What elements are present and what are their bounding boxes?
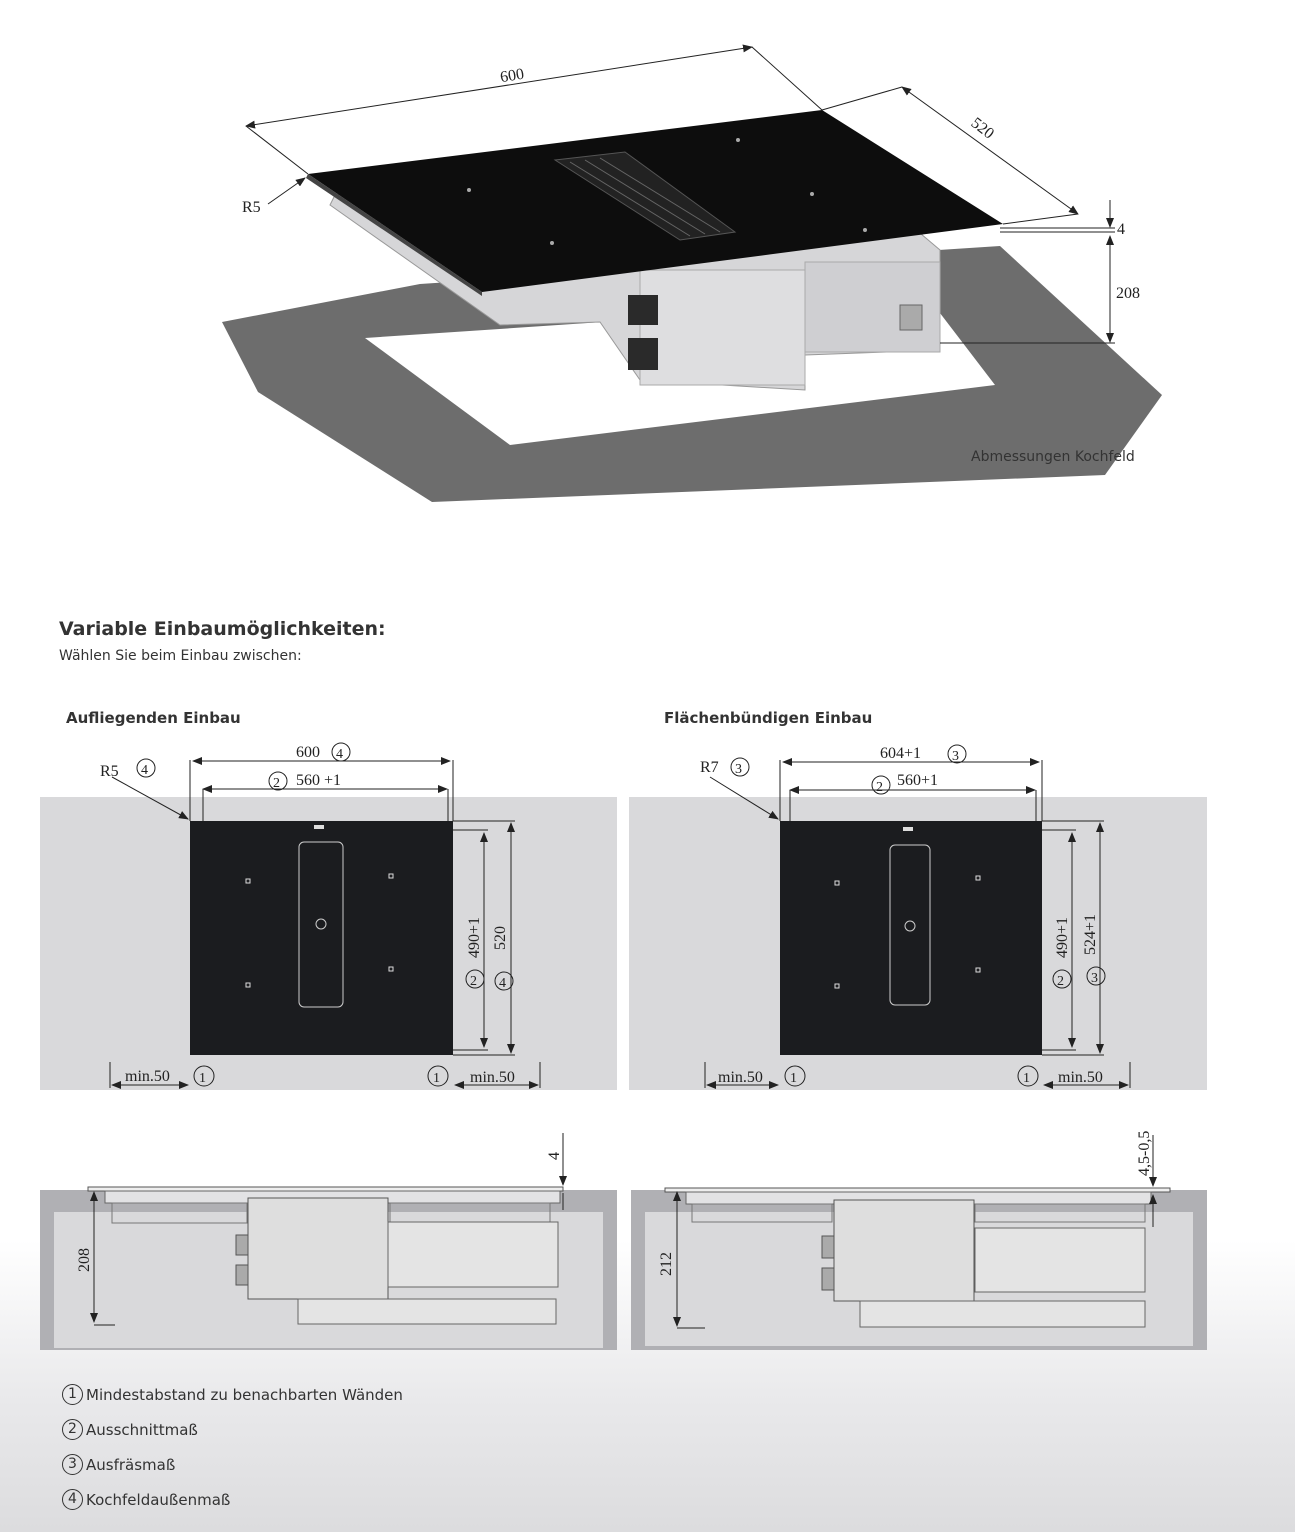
svg-text:min.50: min.50	[470, 1069, 515, 1086]
overview-caption: Abmessungen Kochfeld	[971, 449, 1135, 465]
svg-text:600: 600	[296, 744, 320, 761]
right-view-title: Flächenbündigen Einbau	[664, 709, 873, 727]
svg-text:2: 2	[1057, 974, 1064, 989]
svg-text:520: 520	[968, 114, 997, 142]
plan-view-flaechenbuendig: 604+1 3 2 560+1 R7 3 490+1 2 524+1 3 min…	[629, 744, 1207, 1090]
svg-text:604+1: 604+1	[880, 745, 921, 762]
svg-text:4: 4	[546, 1152, 563, 1160]
svg-text:4,5-0,5: 4,5-0,5	[1136, 1131, 1153, 1176]
svg-text:208: 208	[1116, 285, 1140, 302]
svg-text:490+1: 490+1	[466, 917, 483, 958]
svg-text:1: 1	[433, 1071, 440, 1086]
svg-text:R5: R5	[100, 763, 119, 780]
svg-text:208: 208	[76, 1248, 93, 1272]
svg-text:1: 1	[199, 1071, 206, 1086]
svg-text:600: 600	[499, 66, 525, 87]
svg-text:4: 4	[336, 747, 343, 762]
section-title: Variable Einbaumöglichkeiten:	[59, 618, 386, 640]
svg-text:212: 212	[658, 1252, 675, 1276]
svg-text:3: 3	[735, 762, 742, 777]
svg-text:2: 2	[876, 780, 883, 795]
svg-text:524+1: 524+1	[1082, 914, 1099, 955]
svg-text:2: 2	[470, 974, 477, 989]
svg-text:4: 4	[499, 976, 506, 991]
svg-text:R5: R5	[242, 199, 261, 216]
svg-text:2: 2	[273, 776, 280, 791]
svg-text:490+1: 490+1	[1054, 917, 1071, 958]
svg-text:min.50: min.50	[125, 1068, 170, 1085]
svg-text:min.50: min.50	[718, 1069, 763, 1086]
section-subtitle: Wählen Sie beim Einbau zwischen:	[59, 648, 302, 664]
svg-text:min.50: min.50	[1058, 1069, 1103, 1086]
svg-text:520: 520	[492, 926, 509, 950]
svg-text:560+1: 560+1	[897, 772, 938, 789]
side-view-aufliegend: 208 4	[40, 1133, 617, 1350]
hob-glass-3d	[306, 110, 1003, 296]
svg-text:1: 1	[1023, 1071, 1030, 1086]
svg-text:3: 3	[1091, 971, 1098, 986]
side-view-flaechenbuendig: 212 4,5-0,5	[631, 1131, 1207, 1350]
plan-view-aufliegend: 600 4 2 560 +1 R5 4 490+1 2 520 4 min.50…	[40, 742, 617, 1090]
svg-text:4: 4	[1117, 221, 1125, 238]
left-view-title: Aufliegenden Einbau	[66, 709, 241, 727]
svg-text:3: 3	[952, 749, 959, 764]
svg-text:4: 4	[141, 763, 148, 778]
svg-text:1: 1	[790, 1071, 797, 1086]
svg-text:R7: R7	[700, 759, 719, 776]
svg-text:560 +1: 560 +1	[296, 772, 341, 789]
